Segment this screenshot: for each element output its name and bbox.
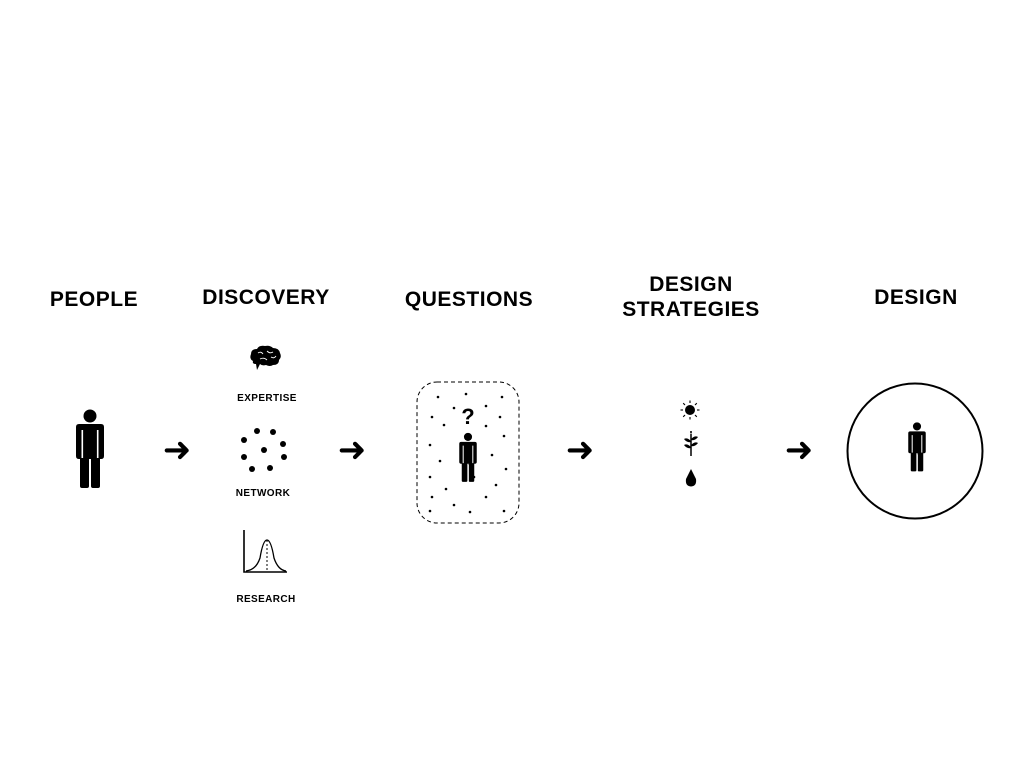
discovery-label-network: NETWORK bbox=[235, 488, 291, 499]
brain-icon bbox=[250, 345, 281, 370]
scattered-dots bbox=[428, 392, 508, 514]
flow-arrow-4: ➜ bbox=[784, 431, 814, 469]
network-dots-icon bbox=[241, 428, 287, 472]
stage-title-people: PEOPLE bbox=[49, 288, 139, 311]
question-mark: ? bbox=[461, 404, 475, 429]
design-circle bbox=[846, 382, 984, 520]
person-icon bbox=[76, 409, 104, 488]
stage-title-discovery: DISCOVERY bbox=[202, 286, 330, 309]
person-icon bbox=[459, 432, 477, 482]
discovery-label-research: RESEARCH bbox=[236, 594, 296, 605]
plant-icon bbox=[684, 431, 698, 456]
discovery-label-expertise: EXPERTISE bbox=[237, 393, 297, 404]
flow-arrow-3: ➜ bbox=[565, 431, 595, 469]
sun-icon bbox=[680, 400, 700, 420]
flow-arrow-2: ➜ bbox=[337, 431, 367, 469]
questions-frame bbox=[416, 381, 520, 524]
stage-title-design-strategies-line2: STRATEGIES bbox=[622, 298, 760, 321]
flow-arrow-1: ➜ bbox=[162, 431, 192, 469]
stage-title-design-strategies-line1: DESIGN bbox=[649, 273, 733, 296]
bell-curve-icon bbox=[243, 530, 287, 573]
stage-title-questions: QUESTIONS bbox=[404, 288, 534, 311]
water-drop-icon bbox=[685, 469, 697, 487]
stage-title-design: DESIGN bbox=[874, 286, 958, 309]
person-icon bbox=[908, 422, 926, 472]
stage-title-design-strategies: DESIGN STRATEGIES bbox=[622, 272, 760, 322]
